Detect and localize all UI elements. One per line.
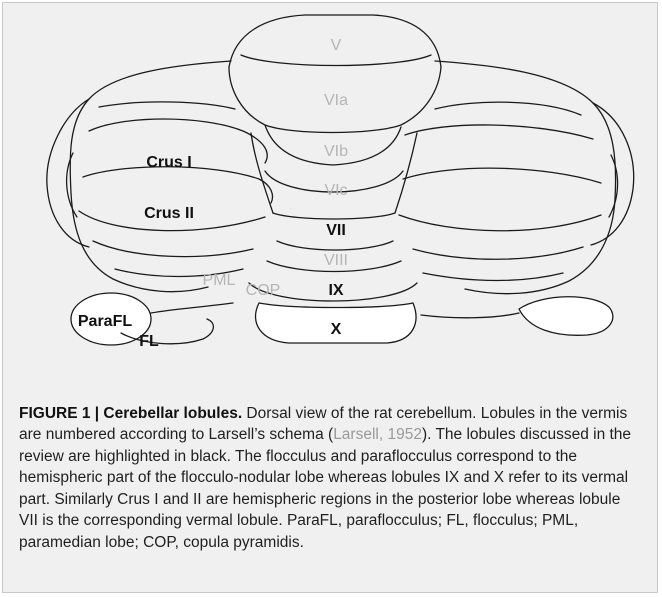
left-lateral-lobe — [47, 99, 89, 247]
left-fold-1 — [99, 102, 235, 109]
label-cop: COP — [246, 282, 281, 299]
left-lateral-fold — [67, 153, 77, 217]
label-lobule-via: VIa — [324, 92, 348, 109]
right-fold-6 — [423, 273, 563, 281]
lobule-vii-outline — [273, 213, 395, 219]
left-hemisphere-outline — [70, 61, 231, 292]
vermis-waist-right — [395, 133, 417, 213]
caption-text-part-2: ). The lobules discussed in the review a… — [19, 426, 631, 551]
label-fl: FL — [139, 333, 159, 350]
left-connector — [151, 303, 233, 313]
crus-i-lower-fold — [83, 167, 273, 203]
label-pml: PML — [203, 272, 236, 289]
label-lobule-vib: VIb — [324, 143, 348, 160]
label-lobule-vic: VIc — [324, 182, 347, 199]
right-fold-5 — [413, 247, 583, 259]
right-fold-3 — [403, 168, 601, 183]
figure-caption: FIGURE 1 | Cerebellar lobules. Dorsal vi… — [19, 403, 643, 554]
left-fold-2 — [93, 241, 253, 257]
label-lobule-x: X — [331, 321, 342, 338]
label-lobule-ix: IX — [328, 282, 343, 299]
label-lobule-viii: VIII — [324, 252, 348, 269]
vermis-waist-left — [251, 133, 273, 213]
label-lobule-v: V — [331, 37, 342, 54]
right-fold-1 — [435, 102, 581, 115]
label-parafl: ParaFL — [78, 313, 132, 330]
caption-citation-link[interactable]: Larsell, 1952 — [333, 426, 422, 443]
right-lateral-fold — [609, 155, 618, 217]
right-connector — [421, 313, 519, 318]
right-lateral-lobe — [591, 103, 634, 245]
cerebellum-drawing: V VIa VIb VIc VII VIII IX X Crus I Crus … — [3, 3, 659, 363]
lobule-vii-bottom — [277, 241, 393, 250]
right-fold-2 — [405, 125, 593, 139]
label-crus-i: Crus I — [146, 154, 191, 171]
right-fold-4 — [399, 215, 601, 231]
label-crus-ii: Crus II — [144, 205, 194, 222]
caption-title: FIGURE 1 | Cerebellar lobules. — [19, 405, 242, 422]
paraflocculus-right — [519, 297, 613, 336]
lobule-v-base — [241, 55, 431, 66]
label-lobule-vii: VII — [326, 222, 346, 239]
right-hemisphere-outline — [435, 61, 616, 294]
